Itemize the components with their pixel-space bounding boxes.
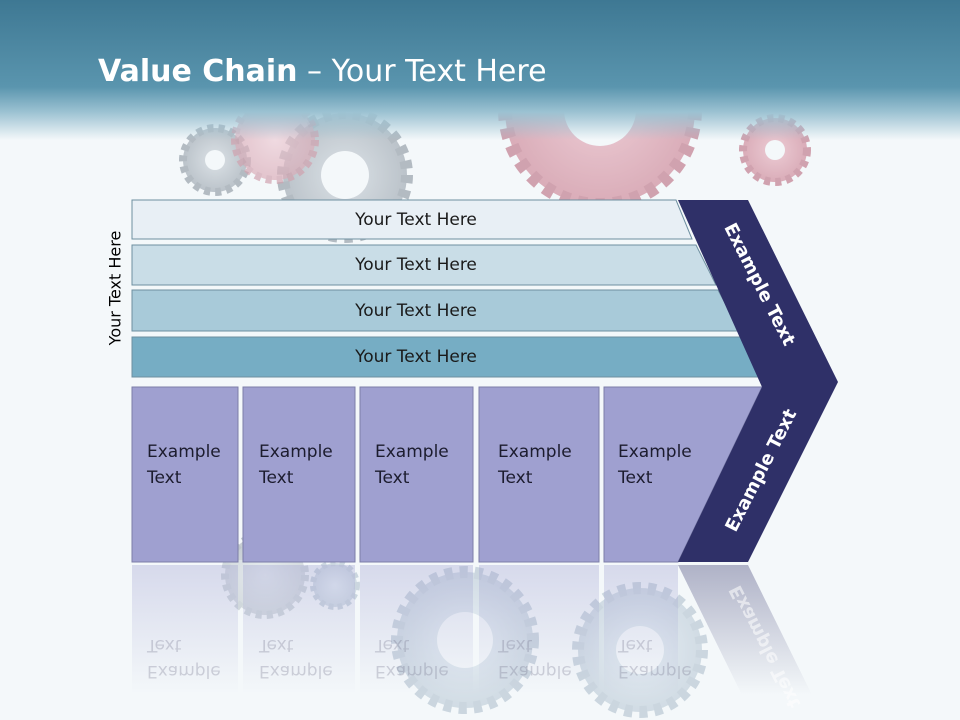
box-reflect-text-5: Example Text <box>618 632 692 684</box>
box-text-4: Example Text <box>498 439 572 491</box>
bar-4: Your Text Here <box>132 337 700 377</box>
box-reflection-2 <box>243 565 355 695</box>
box-4-line-2: Text <box>498 468 533 488</box>
bar-label-3: Your Text Here <box>355 300 477 321</box>
bar-shape-2[interactable] <box>131 244 717 286</box>
box-reflect-text-4: Example Text <box>498 632 572 684</box>
box-text-1: Example Text <box>147 439 221 491</box>
chevron-shape[interactable] <box>678 200 838 562</box>
box-reflect-text-1: Example Text <box>147 632 221 684</box>
box-1-line-1: Example <box>147 442 221 462</box>
bar-shape-1[interactable] <box>131 199 693 240</box>
box-4-line-1: Example <box>498 442 572 462</box>
chevron-reflection <box>678 565 812 695</box>
box-reflect-text-3: Example Text <box>375 632 449 684</box>
bar-label-1: Your Text Here <box>355 209 477 230</box>
box-1-line-2: Text <box>147 468 182 488</box>
header-band <box>0 0 960 140</box>
box-text-2: Example Text <box>259 439 333 491</box>
box-1-reflect-line-2: Text <box>147 635 182 655</box>
box-reflection-3 <box>360 565 473 695</box>
title-bold-part: Value Chain <box>98 54 298 89</box>
slide-title: Value Chain – Your Text Here <box>98 54 547 89</box>
box-reflection-4 <box>479 565 599 695</box>
box-5-line-2: Text <box>618 468 653 488</box>
box-reflect-text-2: Example Text <box>259 632 333 684</box>
box-shape-4[interactable] <box>478 386 600 563</box>
box-4-reflect-line-1: Example <box>498 661 572 681</box>
box-2-line-2: Text <box>259 468 294 488</box>
box-2-reflect-line-1: Example <box>259 661 333 681</box>
box-5-reflect-line-2: Text <box>618 635 653 655</box>
box-shape-1[interactable] <box>131 386 239 563</box>
box-5-line-1: Example <box>618 442 692 462</box>
box-reflection-5 <box>604 565 678 695</box>
box-5-reflect-line-1: Example <box>618 661 692 681</box>
box-text-5: Example Text <box>618 439 692 491</box>
box-shape-3[interactable] <box>359 386 474 563</box>
box-3-reflect-line-2: Text <box>375 635 410 655</box>
box-2-line-1: Example <box>259 442 333 462</box>
bar-label-2: Your Text Here <box>355 255 477 275</box>
box-2-reflect-line-2: Text <box>259 635 294 655</box>
box-1-reflect-line-1: Example <box>147 661 221 681</box>
box-3-line-1: Example <box>375 442 449 462</box>
bar-3: Your Text Here <box>132 290 700 331</box>
bar-2: Your Text Here <box>132 245 700 285</box>
box-3-reflect-line-1: Example <box>375 661 449 681</box>
box-4-reflect-line-2: Text <box>498 635 533 655</box>
box-3-line-2: Text <box>375 468 410 488</box>
bar-1: Your Text Here <box>132 200 700 239</box>
box-text-3: Example Text <box>375 439 449 491</box>
box-shape-2[interactable] <box>242 386 356 563</box>
title-rest-part: – Your Text Here <box>297 54 547 89</box>
box-reflection-1 <box>132 565 238 695</box>
bar-label-4: Your Text Here <box>355 347 477 367</box>
